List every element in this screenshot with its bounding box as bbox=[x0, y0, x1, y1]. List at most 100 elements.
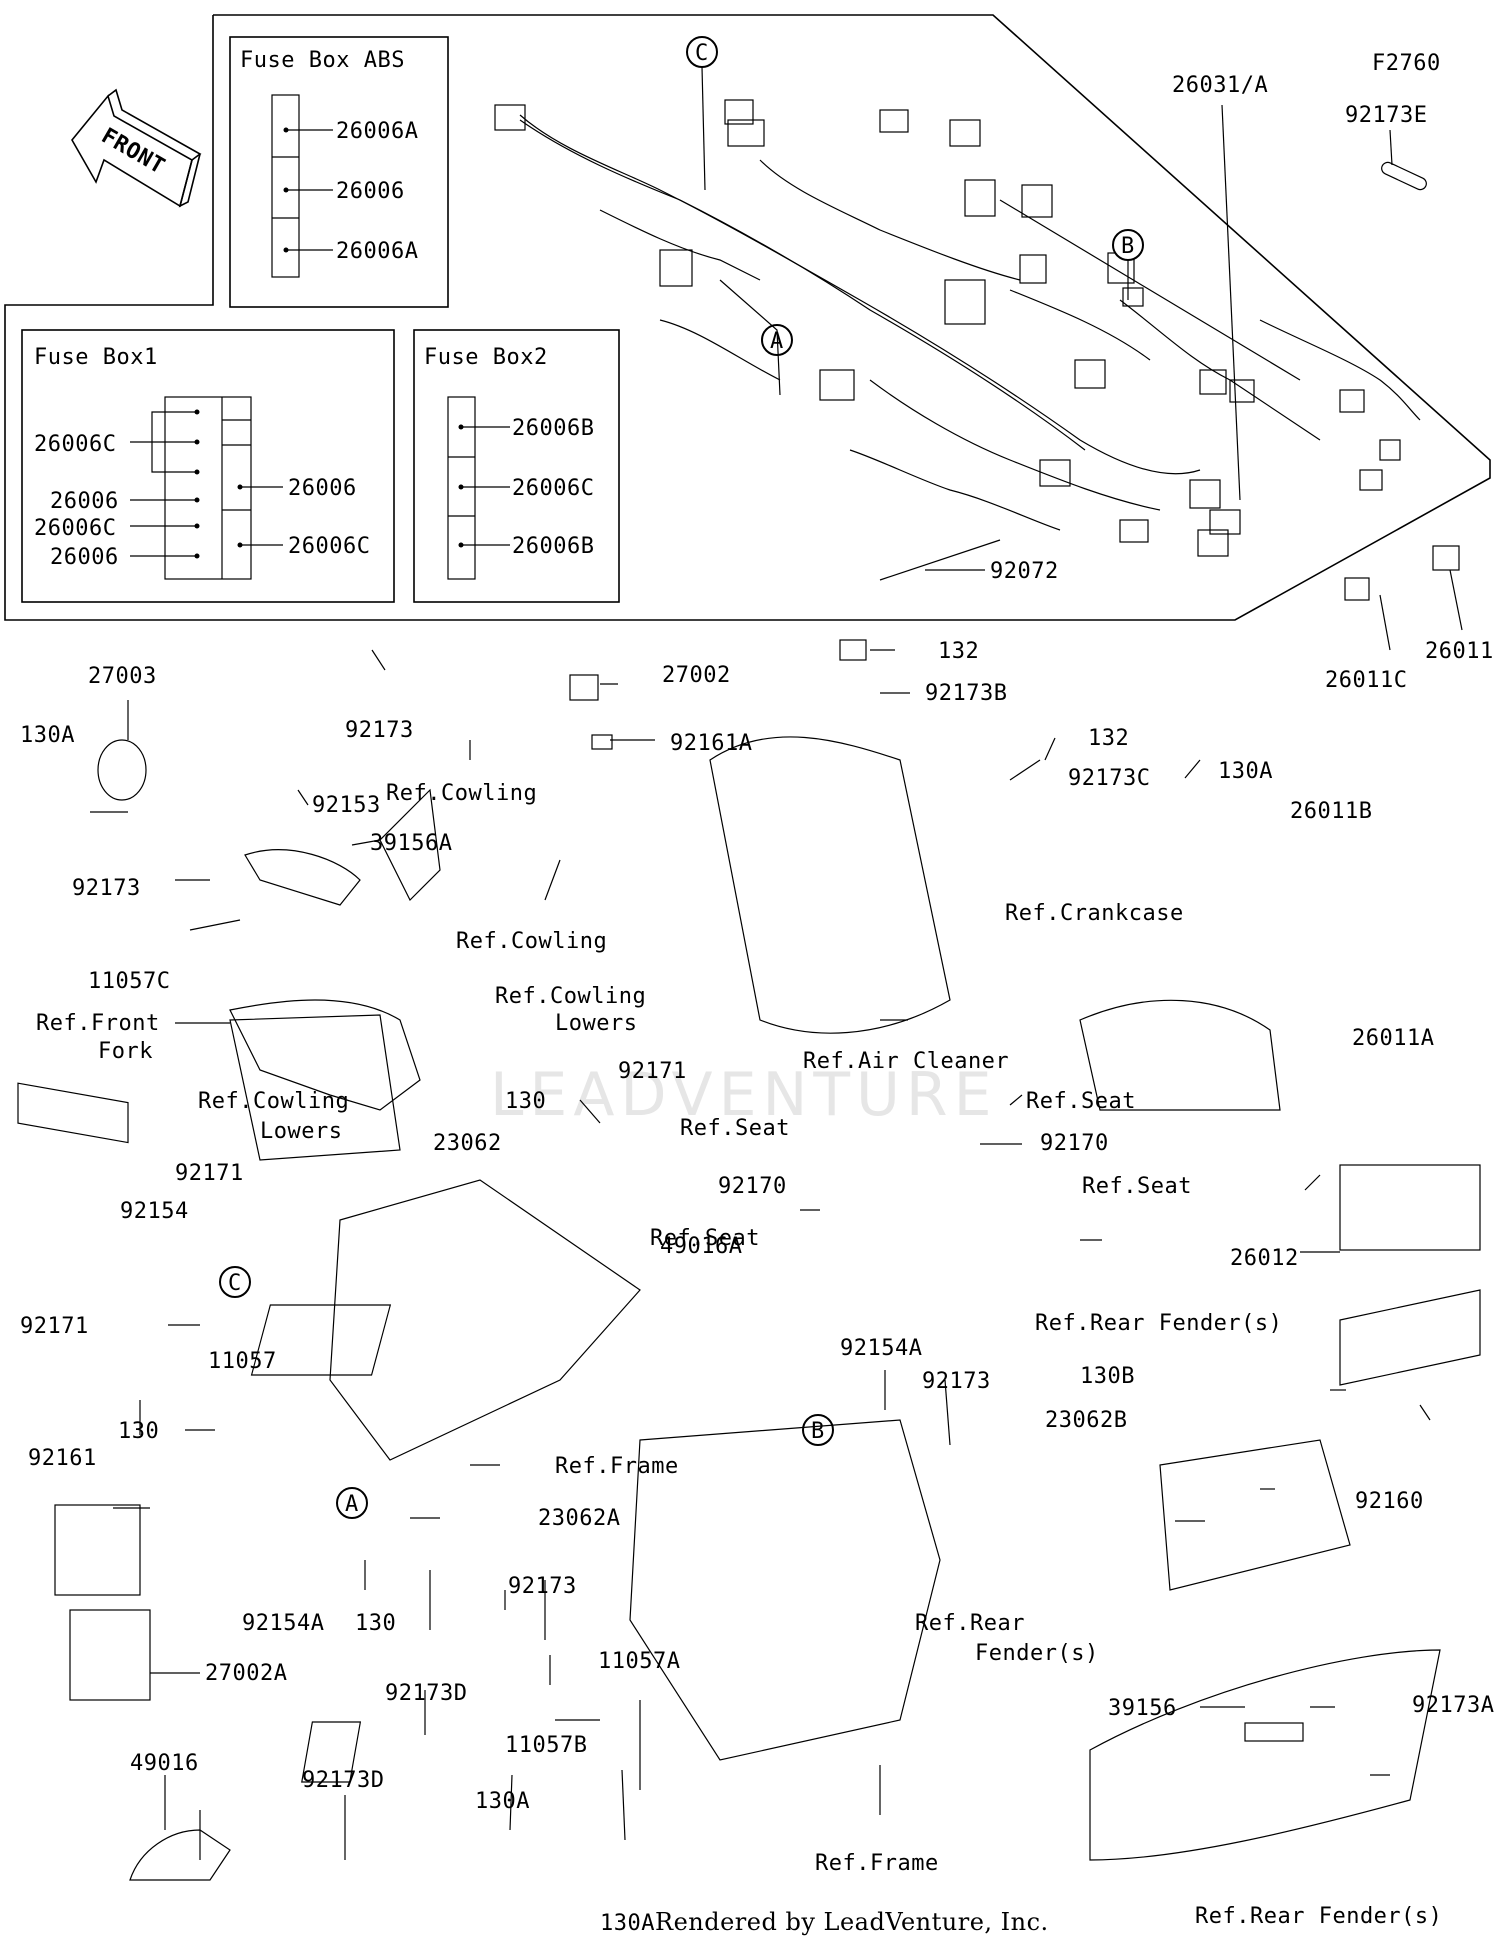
part-26011-shape bbox=[1432, 545, 1460, 571]
fuse1-part-4[interactable]: 26006C bbox=[34, 516, 116, 541]
wiring-harness-drawing bbox=[494, 99, 1421, 661]
label-92154-1[interactable]: 92154 bbox=[120, 1199, 189, 1224]
label-26031-A[interactable]: 26031/A bbox=[1172, 73, 1268, 98]
fuse-abs-part-3[interactable]: 26006A bbox=[336, 239, 418, 264]
label-39156A[interactable]: 39156A bbox=[370, 831, 452, 856]
label-92173-1[interactable]: 92173 bbox=[72, 876, 141, 901]
fuse1-part-6[interactable]: 26006C bbox=[288, 534, 370, 559]
label-26011[interactable]: 26011 bbox=[1425, 639, 1494, 664]
label-130A-3[interactable]: 130A bbox=[475, 1789, 530, 1814]
label-130-3[interactable]: 130 bbox=[355, 1611, 396, 1636]
label-ref-cowling-3[interactable]: Ref.Cowling bbox=[495, 984, 646, 1009]
label-130B[interactable]: 130B bbox=[1080, 1364, 1135, 1389]
callout-b-top[interactable]: B bbox=[1112, 229, 1144, 261]
label-130A-4[interactable]: 130A bbox=[600, 1911, 655, 1936]
label-ref-air-cleaner[interactable]: Ref.Air Cleaner bbox=[803, 1049, 1009, 1074]
label-fork[interactable]: Fork bbox=[98, 1039, 153, 1064]
label-26012[interactable]: 26012 bbox=[1230, 1246, 1299, 1271]
label-26011B[interactable]: 26011B bbox=[1290, 799, 1372, 824]
fuse1-part-5[interactable]: 26006 bbox=[50, 545, 119, 570]
callout-a-top-label: A bbox=[770, 329, 784, 354]
label-92072[interactable]: 92072 bbox=[990, 559, 1059, 584]
label-92153[interactable]: 92153 bbox=[312, 793, 381, 818]
label-92173D-2[interactable]: 92173D bbox=[302, 1768, 384, 1793]
label-ref-rear-fender-1[interactable]: Ref.Rear Fender(s) bbox=[1035, 1311, 1282, 1336]
label-92154A-2[interactable]: 92154A bbox=[840, 1336, 922, 1361]
callout-b-mid[interactable]: B bbox=[802, 1414, 834, 1446]
part-92173E-shape bbox=[1381, 161, 1427, 191]
label-23062B[interactable]: 23062B bbox=[1045, 1408, 1127, 1433]
callout-c-mid[interactable]: C bbox=[219, 1266, 251, 1298]
label-130A-2[interactable]: 130A bbox=[1218, 759, 1273, 784]
label-49016A[interactable]: 49016A bbox=[660, 1234, 742, 1259]
fuse-box-2-title: Fuse Box2 bbox=[424, 345, 548, 370]
label-ref-front[interactable]: Ref.Front bbox=[36, 1011, 160, 1036]
label-ref-seat-1[interactable]: Ref.Seat bbox=[1026, 1089, 1136, 1114]
label-132-2[interactable]: 132 bbox=[1088, 726, 1129, 751]
label-23062A[interactable]: 23062A bbox=[538, 1506, 620, 1531]
label-ref-rear-fender-2[interactable]: Ref.Rear Fender(s) bbox=[1195, 1904, 1442, 1929]
label-lowers-1[interactable]: Lowers bbox=[555, 1011, 637, 1036]
label-ref-cowling-4[interactable]: Ref.Cowling bbox=[198, 1089, 349, 1114]
callout-c-top-label: C bbox=[695, 41, 709, 66]
label-132-1[interactable]: 132 bbox=[938, 639, 979, 664]
label-130-1[interactable]: 130 bbox=[505, 1089, 546, 1114]
label-ref-crankcase[interactable]: Ref.Crankcase bbox=[1005, 901, 1184, 926]
fuse1-part-2[interactable]: 26006 bbox=[288, 476, 357, 501]
label-ref-cowling-1[interactable]: Ref.Cowling bbox=[386, 781, 537, 806]
fuse-abs-part-2[interactable]: 26006 bbox=[336, 179, 405, 204]
label-92173-2[interactable]: 92173 bbox=[345, 718, 414, 743]
footer-credit: Rendered by LeadVenture, Inc. bbox=[655, 1908, 1049, 1936]
front-label: FRONT bbox=[97, 124, 169, 180]
label-92171-3[interactable]: 92171 bbox=[20, 1314, 89, 1339]
label-92171-2[interactable]: 92171 bbox=[175, 1161, 244, 1186]
label-11057C[interactable]: 11057C bbox=[88, 969, 170, 994]
fuse2-part-3[interactable]: 26006B bbox=[512, 534, 594, 559]
label-27003[interactable]: 27003 bbox=[88, 664, 157, 689]
label-11057[interactable]: 11057 bbox=[208, 1349, 277, 1374]
label-92173A[interactable]: 92173A bbox=[1412, 1693, 1494, 1718]
fuse2-part-1[interactable]: 26006B bbox=[512, 416, 594, 441]
label-49016[interactable]: 49016 bbox=[130, 1751, 199, 1776]
fuse1-part-1[interactable]: 26006C bbox=[34, 432, 116, 457]
fuse2-part-2[interactable]: 26006C bbox=[512, 476, 594, 501]
fuse-abs-part-1[interactable]: 26006A bbox=[336, 119, 418, 144]
label-130-2[interactable]: 130 bbox=[118, 1419, 159, 1444]
label-11057A[interactable]: 11057A bbox=[598, 1649, 680, 1674]
label-ref-frame-1[interactable]: Ref.Frame bbox=[555, 1454, 679, 1479]
label-ref-seat-4[interactable]: Ref.Seat bbox=[650, 1226, 760, 1251]
label-ref-frame-2[interactable]: Ref.Frame bbox=[815, 1851, 939, 1876]
label-92170-1[interactable]: 92170 bbox=[1040, 1131, 1109, 1156]
label-92154A-1[interactable]: 92154A bbox=[242, 1611, 324, 1636]
label-26011C[interactable]: 26011C bbox=[1325, 668, 1407, 693]
label-130A-1[interactable]: 130A bbox=[20, 723, 75, 748]
label-92173C[interactable]: 92173C bbox=[1068, 766, 1150, 791]
label-11057B[interactable]: 11057B bbox=[505, 1733, 587, 1758]
callout-c-top[interactable]: C bbox=[686, 36, 718, 68]
label-92161A[interactable]: 92161A bbox=[670, 731, 752, 756]
callout-b-top-label: B bbox=[1121, 234, 1135, 259]
label-lowers-2[interactable]: Lowers bbox=[260, 1119, 342, 1144]
label-ref-cowling-2[interactable]: Ref.Cowling bbox=[456, 929, 607, 954]
fuse1-part-3[interactable]: 26006 bbox=[50, 489, 119, 514]
label-26011A[interactable]: 26011A bbox=[1352, 1026, 1434, 1051]
label-ref-seat-3[interactable]: Ref.Seat bbox=[1082, 1174, 1192, 1199]
label-fender-s[interactable]: Fender(s) bbox=[975, 1641, 1099, 1666]
callout-a-mid[interactable]: A bbox=[336, 1487, 368, 1519]
label-92173B[interactable]: 92173B bbox=[925, 681, 1007, 706]
label-92160[interactable]: 92160 bbox=[1355, 1489, 1424, 1514]
label-92173E[interactable]: 92173E bbox=[1345, 103, 1427, 128]
label-ref-rear[interactable]: Ref.Rear bbox=[915, 1611, 1025, 1636]
label-ref-seat-2[interactable]: Ref.Seat bbox=[680, 1116, 790, 1141]
label-27002[interactable]: 27002 bbox=[662, 663, 731, 688]
label-92171-1[interactable]: 92171 bbox=[618, 1059, 687, 1084]
label-92170-2[interactable]: 92170 bbox=[718, 1174, 787, 1199]
label-92173-3[interactable]: 92173 bbox=[922, 1369, 991, 1394]
label-23062[interactable]: 23062 bbox=[433, 1131, 502, 1156]
label-39156[interactable]: 39156 bbox=[1108, 1696, 1177, 1721]
label-92173D-1[interactable]: 92173D bbox=[385, 1681, 467, 1706]
label-27002A[interactable]: 27002A bbox=[205, 1661, 287, 1686]
label-92173-4[interactable]: 92173 bbox=[508, 1574, 577, 1599]
harness-frame bbox=[4, 14, 1491, 621]
label-92161[interactable]: 92161 bbox=[28, 1446, 97, 1471]
